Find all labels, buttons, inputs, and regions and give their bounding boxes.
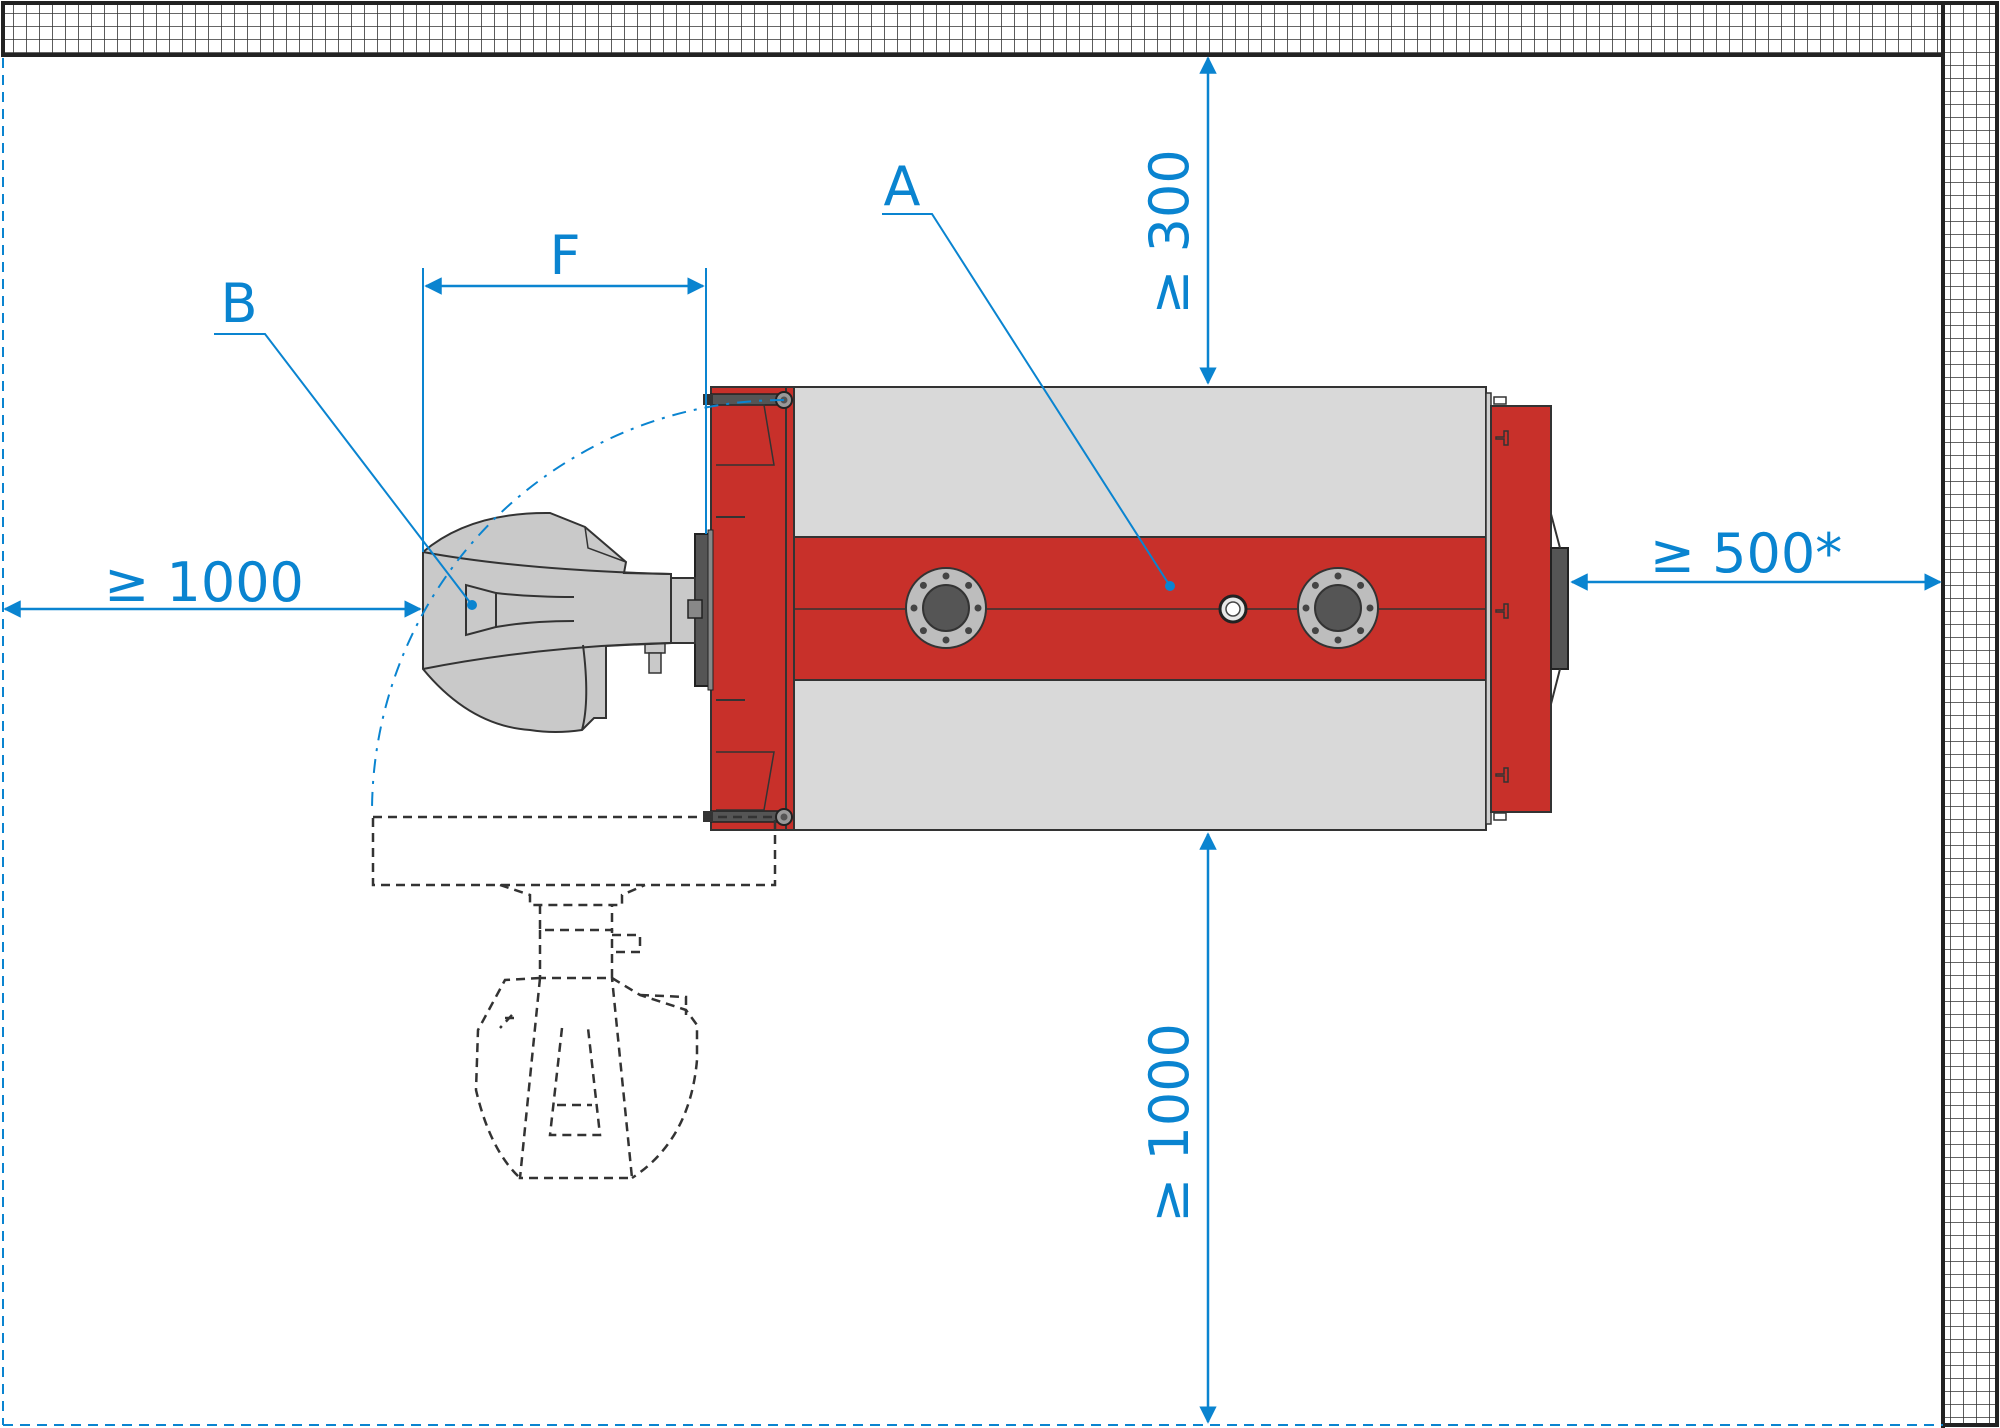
flange-connection-2 (1297, 567, 1379, 649)
dimension-rear-label: ≥ 500* (1650, 522, 1842, 585)
leader-a: A (882, 155, 1175, 591)
leader-b: B (214, 272, 477, 610)
dimension-top-label: ≥ 300 (1138, 149, 1201, 314)
dimension-front-label: ≥ 1000 (104, 551, 304, 614)
label-a: A (884, 155, 921, 218)
boiler-front-door (710, 386, 795, 831)
dimension-rear: ≥ 500* (1570, 522, 1942, 591)
burner-swing-arc (371, 399, 785, 813)
boiler-rear-section (1490, 405, 1552, 813)
flange-connection-1 (905, 567, 987, 649)
wall-top (1, 1, 1945, 57)
label-b: B (220, 272, 257, 335)
dimension-top: ≥ 300 (1138, 56, 1217, 385)
dimension-f: F (422, 224, 707, 552)
dimension-bottom-label: ≥ 1000 (1138, 1023, 1201, 1223)
boiler (703, 386, 1569, 831)
dimension-front: ≥ 1000 (3, 551, 422, 618)
burner (422, 511, 714, 733)
burner-open-position (371, 815, 777, 1180)
dimension-f-label: F (549, 224, 580, 287)
dimension-bottom: ≥ 1000 (1138, 832, 1217, 1424)
wall-right (1941, 1, 1999, 1428)
